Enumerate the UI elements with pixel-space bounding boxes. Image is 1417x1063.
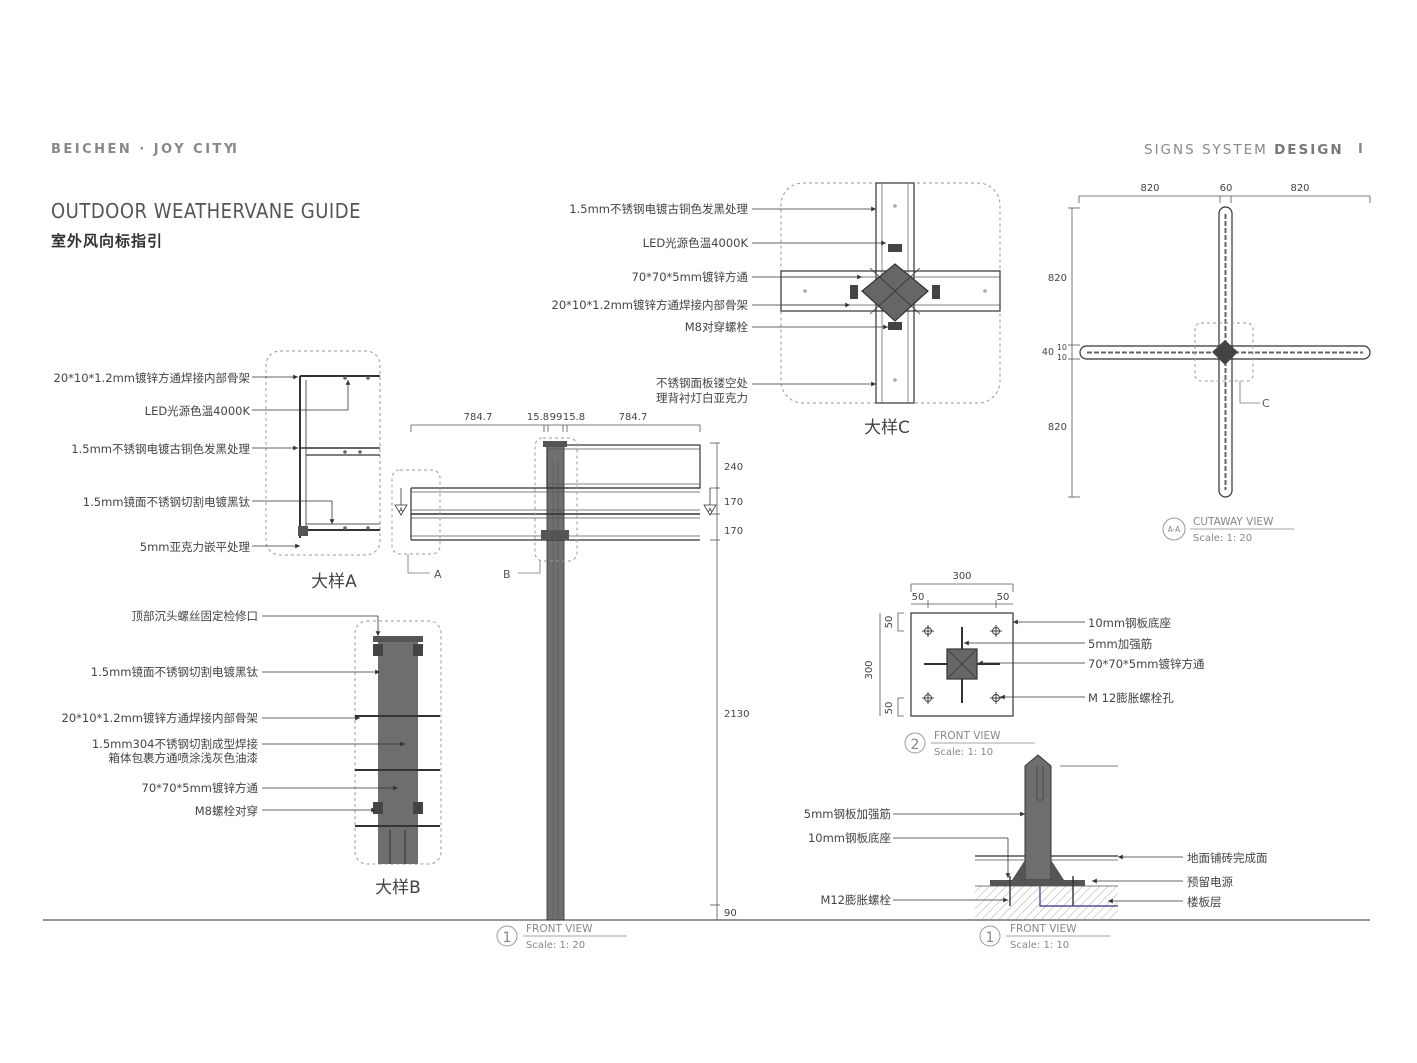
dim-label: 50 bbox=[884, 702, 895, 715]
detail-a: 20*10*1.2mm镀锌方通焊接内部骨架 LED光源色温4000K 1.5mm… bbox=[54, 350, 381, 592]
detail-b-label: 箱体包裹方通喷涂浅灰色油漆 bbox=[109, 751, 259, 765]
view-scale: Scale: 1: 10 bbox=[1010, 940, 1069, 951]
detail-c: 1.5mm不锈钢电镀古铜色发黑处理 LED光源色温4000K 70*70*5mm… bbox=[552, 182, 1001, 438]
view-number: 1 bbox=[986, 930, 995, 946]
dim-label: 170 bbox=[724, 526, 743, 537]
base-plan-label: 70*70*5mm镀锌方通 bbox=[1088, 657, 1205, 671]
cutaway-view: 820 60 820 820 40 10 10 820 C A-A CUTAWA… bbox=[1042, 183, 1371, 544]
detail-a-label: 20*10*1.2mm镀锌方通焊接内部骨架 bbox=[54, 371, 250, 385]
detail-c-label: 不锈钢面板镂空处 bbox=[656, 376, 748, 390]
front-view-main: 784.7 15.8 99 15.8 784.7 240 170 170 213… bbox=[391, 412, 749, 951]
detail-c-label: 20*10*1.2mm镀锌方通焊接内部骨架 bbox=[552, 298, 748, 312]
dim-label: 240 bbox=[724, 462, 743, 473]
detail-c-label: 理背衬灯白亚克力 bbox=[656, 391, 748, 405]
base-plan: 300 50 50 300 50 50 10mm钢板底座 5mm加强筋 bbox=[864, 571, 1205, 758]
header-separator-right: I bbox=[1358, 142, 1363, 157]
section-mark: A bbox=[399, 507, 404, 514]
base-section-label: 5mm钢板加强筋 bbox=[804, 807, 891, 821]
base-plan-label: 5mm加强筋 bbox=[1088, 637, 1152, 651]
dim-label: 60 bbox=[1220, 183, 1233, 194]
detail-a-label: 1.5mm镜面不锈钢切割电镀黑钛 bbox=[83, 495, 251, 509]
view-scale: Scale: 1: 10 bbox=[934, 747, 993, 758]
detail-b-label: 20*10*1.2mm镀锌方通焊接内部骨架 bbox=[62, 711, 258, 725]
base-plan-label: M 12膨胀螺栓孔 bbox=[1088, 691, 1174, 705]
view-number: 1 bbox=[503, 930, 512, 946]
system-header-prefix: SIGNS SYSTEM bbox=[1144, 142, 1275, 158]
dim-label: 2130 bbox=[724, 709, 749, 720]
base-section-label: 10mm钢板底座 bbox=[808, 831, 891, 845]
detail-b-label: M8螺栓对穿 bbox=[195, 804, 258, 818]
header-separator-left: I bbox=[232, 142, 237, 157]
base-plan-label: 10mm钢板底座 bbox=[1088, 616, 1171, 630]
view-scale: Scale: 1: 20 bbox=[526, 940, 585, 951]
dim-label: 820 bbox=[1048, 422, 1067, 433]
detail-b-label: 顶部沉头螺丝固定检修口 bbox=[132, 609, 259, 623]
detail-b-caption: 大样B bbox=[375, 878, 421, 898]
dim-label: 50 bbox=[884, 616, 895, 629]
dim-label: 15.8 bbox=[527, 412, 549, 423]
detail-c-label: 70*70*5mm镀锌方通 bbox=[632, 270, 749, 284]
detail-c-label: 1.5mm不锈钢电镀古铜色发黑处理 bbox=[569, 202, 748, 216]
base-section-label: 地面铺砖完成面 bbox=[1187, 851, 1268, 865]
dim-label: 90 bbox=[724, 908, 737, 919]
page-title-en: OUTDOOR WEATHERVANE GUIDE bbox=[51, 199, 361, 223]
detail-a-label: 5mm亚克力嵌平处理 bbox=[140, 540, 251, 554]
view-name: FRONT VIEW bbox=[1010, 923, 1077, 935]
detail-c-label: M8对穿螺栓 bbox=[685, 320, 749, 334]
dim-label: 820 bbox=[1140, 183, 1159, 194]
detail-c-caption: 大样C bbox=[864, 418, 910, 438]
system-header-suffix: DESIGN bbox=[1274, 142, 1344, 158]
callout-a: A bbox=[434, 568, 442, 581]
callout-b: B bbox=[503, 568, 511, 581]
view-name: CUTAWAY VIEW bbox=[1193, 516, 1274, 528]
detail-c-label: LED光源色温4000K bbox=[643, 236, 749, 250]
dim-label: 40 bbox=[1042, 347, 1054, 358]
detail-b: 顶部沉头螺丝固定检修口 1.5mm镜面不锈钢切割电镀黑钛 20*10*1.2mm… bbox=[62, 609, 442, 898]
base-section-label: 楼板层 bbox=[1187, 895, 1222, 909]
detail-a-label: LED光源色温4000K bbox=[145, 404, 251, 418]
dim-label: 300 bbox=[952, 571, 971, 582]
dim-label: 300 bbox=[864, 660, 875, 679]
view-scale: Scale: 1: 20 bbox=[1193, 533, 1252, 544]
detail-a-caption: 大样A bbox=[311, 572, 357, 592]
system-header: SIGNS SYSTEM DESIGN bbox=[1144, 142, 1344, 158]
dim-label: 15.8 bbox=[563, 412, 585, 423]
detail-b-label: 70*70*5mm镀锌方通 bbox=[142, 781, 259, 795]
brand-header: BEICHEN · JOY CITY bbox=[51, 142, 236, 157]
dim-label: 50 bbox=[912, 592, 925, 603]
base-section-label: M12膨胀螺栓 bbox=[820, 893, 891, 907]
dim-label: 784.7 bbox=[619, 412, 648, 423]
detail-b-label: 1.5mm304不锈钢切割成型焊接 bbox=[92, 737, 259, 751]
dim-label: 820 bbox=[1048, 273, 1067, 284]
dim-label: 10 bbox=[1057, 343, 1067, 352]
callout-c: C bbox=[1262, 397, 1270, 410]
section-marker: A-A bbox=[1168, 525, 1182, 534]
dim-label: 50 bbox=[997, 592, 1010, 603]
detail-b-label: 1.5mm镜面不锈钢切割电镀黑钛 bbox=[91, 665, 259, 679]
dim-label: 99 bbox=[550, 412, 563, 423]
detail-a-label: 1.5mm不锈钢电镀古铜色发黑处理 bbox=[71, 442, 250, 456]
view-number: 2 bbox=[911, 737, 920, 753]
dim-label: 170 bbox=[724, 497, 743, 508]
view-name: FRONT VIEW bbox=[526, 923, 593, 935]
dim-label: 784.7 bbox=[464, 412, 493, 423]
dim-label: 820 bbox=[1290, 183, 1309, 194]
base-section-label: 预留电源 bbox=[1187, 875, 1233, 889]
base-section: 5mm钢板加强筋 10mm钢板底座 M12膨胀螺栓 地面铺砖完成面 预留电源 楼… bbox=[804, 754, 1268, 951]
dim-label: 10 bbox=[1057, 353, 1067, 362]
page-title-cn: 室外风向标指引 bbox=[51, 232, 164, 250]
view-name: FRONT VIEW bbox=[934, 730, 1001, 742]
section-mark: A bbox=[708, 507, 713, 514]
